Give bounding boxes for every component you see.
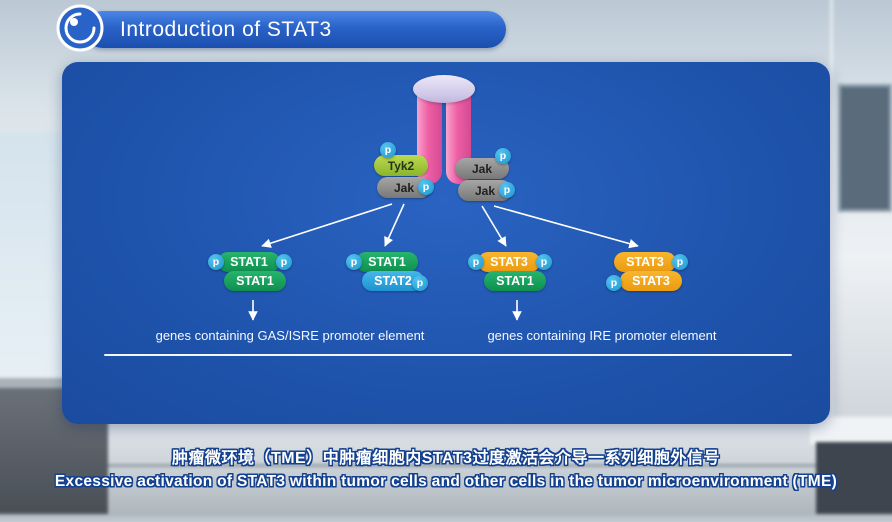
phospho-badge: p (495, 148, 511, 164)
cabinet-right (816, 442, 892, 514)
page-title: Introduction of STAT3 (120, 17, 332, 41)
phospho-badge: p (499, 182, 515, 198)
phospho-badge: p (606, 275, 622, 291)
phospho-badge: p (276, 254, 292, 270)
window-panel (838, 84, 892, 212)
slide-header: Introduction of STAT3 (0, 0, 892, 60)
phospho-badge: p (380, 142, 396, 158)
pathway-arrows (248, 203, 639, 321)
glass-partition (0, 132, 62, 402)
stat-pill: STAT1 (224, 271, 286, 291)
bench-edge (0, 464, 892, 467)
tyk2-pill: Tyk2 (374, 155, 428, 176)
pathway-panel: p Tyk2 Jak p Jak p Jak p STAT1 STAT1 p p… (62, 62, 830, 424)
title-banner: Introduction of STAT3 (84, 11, 506, 48)
stat3-stat3-dimer: STAT3 STAT3 p p (606, 252, 690, 294)
shelf-edge (830, 0, 833, 512)
jak-pill: Jak (455, 158, 509, 179)
stat3-stat1-dimer: STAT3 STAT1 p p (468, 252, 554, 294)
stat1-stat2-dimer: STAT1 STAT2 p p (346, 252, 432, 294)
divider-line (104, 354, 792, 356)
cabinet-left-top (0, 378, 108, 388)
phospho-badge: p (418, 179, 434, 195)
stat-pill: STAT3 (478, 252, 540, 272)
counter-right (810, 418, 892, 444)
caption-english: Excessive activation of STAT3 within tum… (54, 473, 838, 490)
swirl-logo-icon (56, 4, 104, 52)
stat1-stat1-dimer: STAT1 STAT1 p p (208, 252, 294, 294)
gene-label-gas-isre: genes containing GAS/ISRE promoter eleme… (155, 328, 425, 343)
phospho-badge: p (468, 254, 484, 270)
phospho-badge: p (536, 254, 552, 270)
phospho-badge: p (208, 254, 224, 270)
stat-pill: STAT3 (620, 271, 682, 291)
stat-pill: STAT1 (218, 252, 280, 272)
stat-pill: STAT1 (484, 271, 546, 291)
jak-pill: Jak (458, 180, 512, 201)
stat-pill: STAT1 (356, 252, 418, 272)
phospho-badge: p (346, 254, 362, 270)
caption-chinese: 肿瘤微环境（TME）中肿瘤细胞内STAT3过度激活会介导一系列细胞外信号 (171, 450, 721, 467)
stat-pill: STAT3 (614, 252, 676, 272)
stat-pill: STAT2 (362, 271, 424, 291)
phospho-badge: p (412, 275, 428, 291)
gene-label-ire: genes containing IRE promoter element (487, 328, 717, 343)
receptor-cap (413, 75, 475, 103)
phospho-badge: p (672, 254, 688, 270)
jak-pill: Jak (377, 177, 431, 198)
